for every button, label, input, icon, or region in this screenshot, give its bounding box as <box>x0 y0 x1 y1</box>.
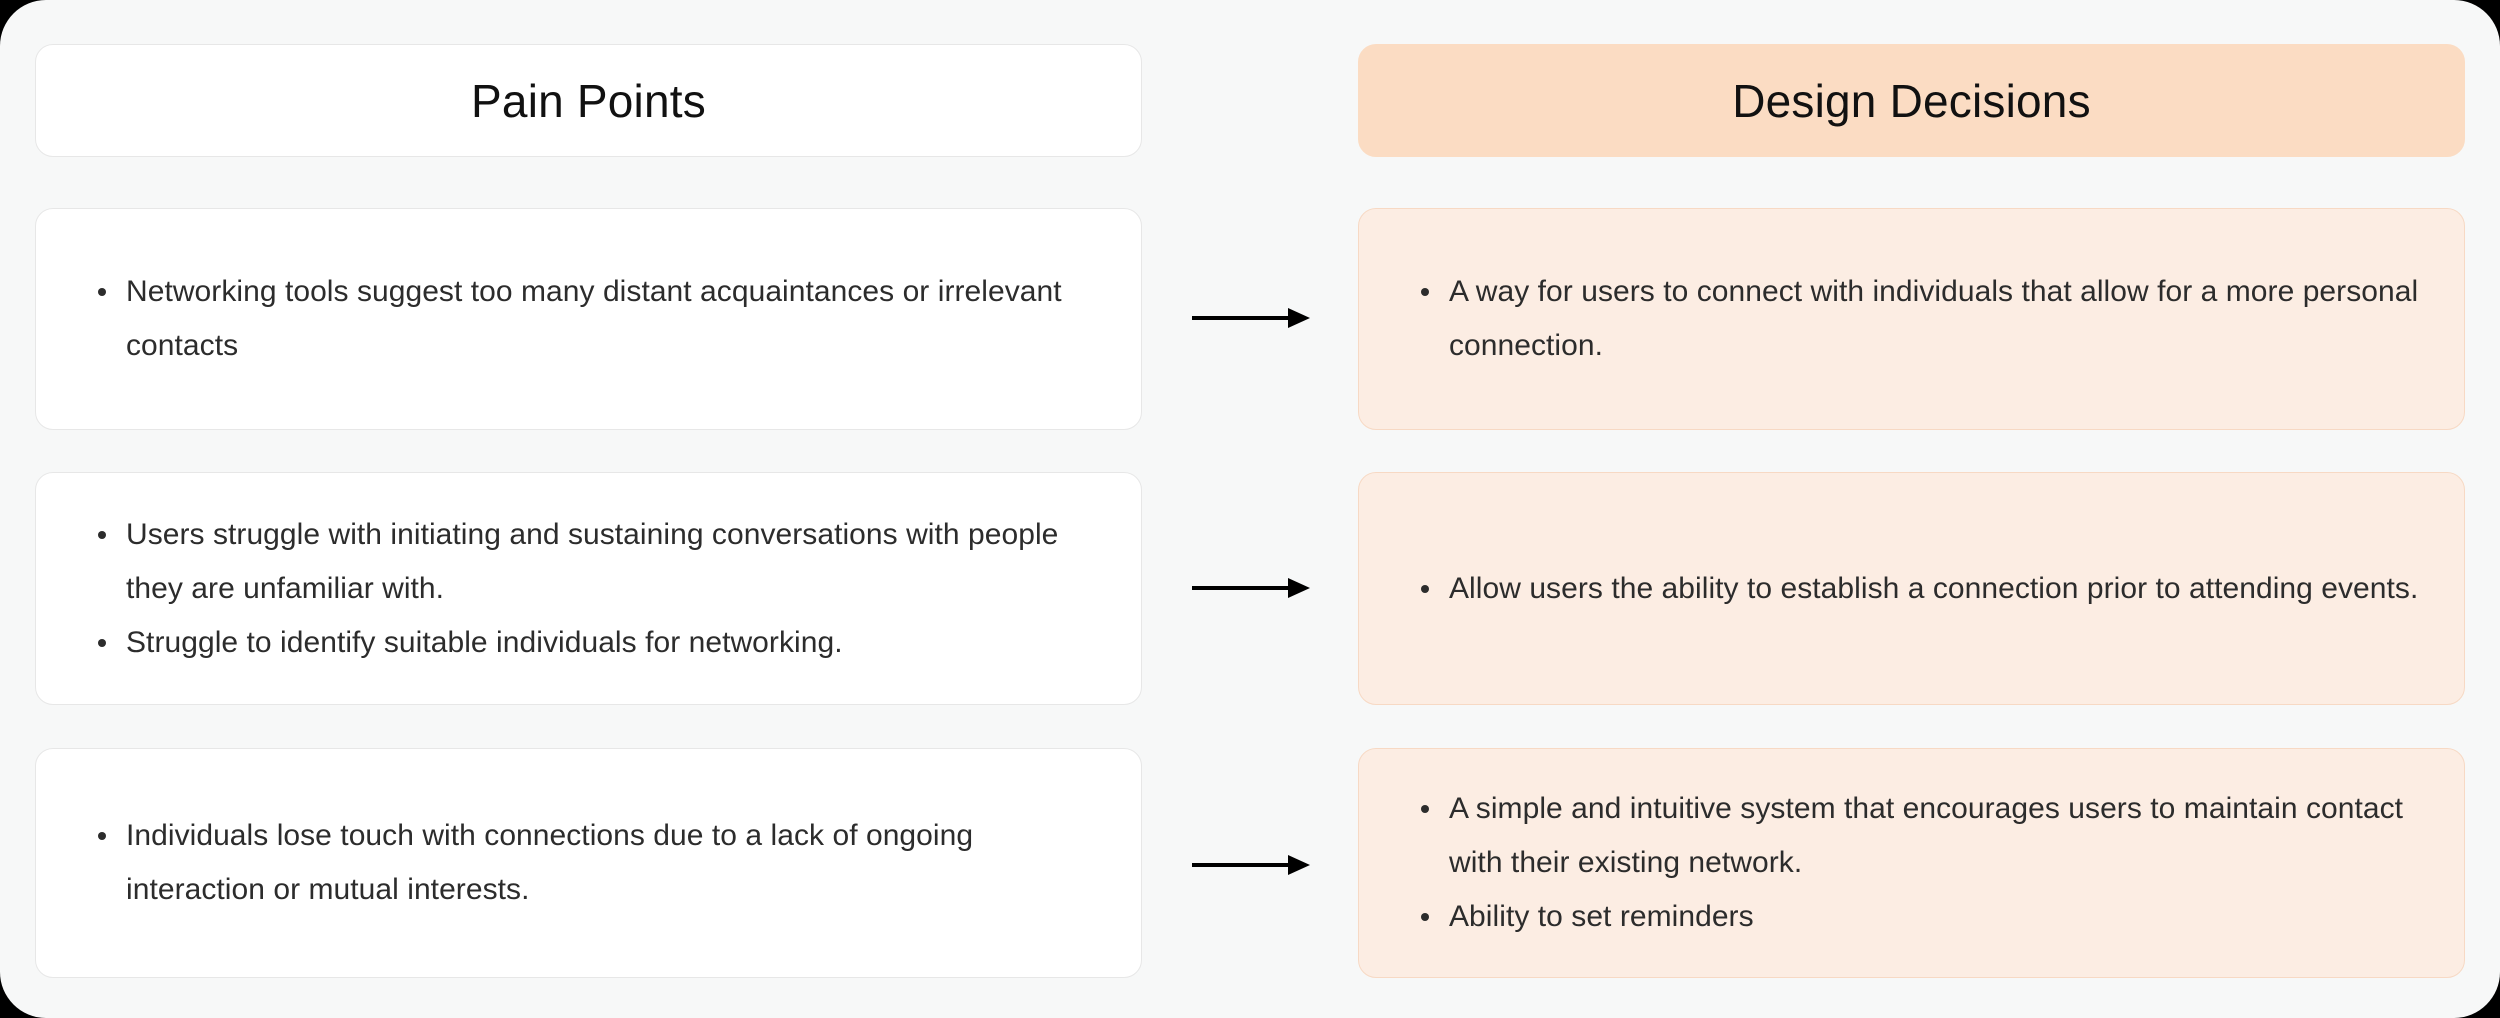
list-item: Allow users the ability to establish a c… <box>1415 562 2420 616</box>
list-item-text: Allow users the ability to establish a c… <box>1449 571 2419 605</box>
list-item: Users struggle with initiating and susta… <box>92 508 1097 616</box>
pain-point-list-1: Networking tools suggest too many distan… <box>92 265 1097 373</box>
design-decision-list-3: A simple and intuitive system that encou… <box>1415 782 2420 944</box>
list-item-text: A way for users to connect with individu… <box>1449 275 2419 362</box>
bullet-dot-icon <box>1421 288 1429 296</box>
bullet-dot-icon <box>98 638 106 647</box>
bullet-dot-icon <box>1421 913 1429 921</box>
pain-points-title: Pain Points <box>471 74 706 127</box>
design-decision-card-3[interactable]: A simple and intuitive system that encou… <box>1358 748 2465 978</box>
pain-point-list-3: Individuals lose touch with connections … <box>92 809 1097 917</box>
pain-point-list-2: Users struggle with initiating and susta… <box>92 508 1097 670</box>
design-decision-card-1[interactable]: A way for users to connect with individu… <box>1358 208 2465 430</box>
column-header-pain-points: Pain Points <box>35 44 1142 157</box>
pain-point-card-2[interactable]: Users struggle with initiating and susta… <box>35 472 1142 705</box>
bullet-dot-icon <box>1421 584 1429 593</box>
design-decisions-title: Design Decisions <box>1732 74 2091 127</box>
list-item: A way for users to connect with individu… <box>1415 265 2420 373</box>
bullet-dot-icon <box>98 832 106 840</box>
pain-point-card-1[interactable]: Networking tools suggest too many distan… <box>35 208 1142 430</box>
design-decision-card-2[interactable]: Allow users the ability to establish a c… <box>1358 472 2465 705</box>
design-decision-list-1: A way for users to connect with individu… <box>1415 265 2420 373</box>
list-item: Networking tools suggest too many distan… <box>92 265 1097 373</box>
list-item-text: Struggle to identify suitable individual… <box>126 625 843 659</box>
pain-point-card-3[interactable]: Individuals lose touch with connections … <box>35 748 1142 978</box>
list-item: Struggle to identify suitable individual… <box>92 616 1097 670</box>
connector-arrow-1 <box>1192 305 1310 331</box>
column-header-design-decisions: Design Decisions <box>1358 44 2465 157</box>
design-decision-list-2: Allow users the ability to establish a c… <box>1415 562 2420 616</box>
connector-arrow-3 <box>1192 852 1310 878</box>
list-item-text: A simple and intuitive system that encou… <box>1449 792 2404 879</box>
connector-arrow-2 <box>1192 575 1310 601</box>
bullet-dot-icon <box>98 288 106 296</box>
list-item: Individuals lose touch with connections … <box>92 809 1097 917</box>
list-item: Ability to set reminders <box>1415 890 2420 944</box>
list-item-text: Networking tools suggest too many distan… <box>126 275 1062 362</box>
list-item: A simple and intuitive system that encou… <box>1415 782 2420 890</box>
list-item-text: Ability to set reminders <box>1449 900 1754 933</box>
bullet-dot-icon <box>98 530 106 539</box>
list-item-text: Individuals lose touch with connections … <box>126 819 974 906</box>
list-item-text: Users struggle with initiating and susta… <box>126 517 1059 605</box>
bullet-dot-icon <box>1421 805 1429 813</box>
